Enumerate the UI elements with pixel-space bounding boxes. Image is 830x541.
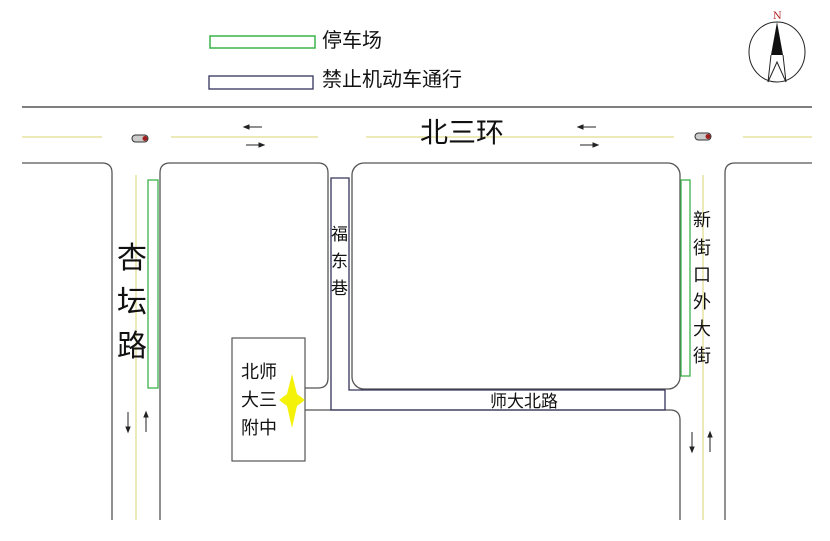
svg-text:北师: 北师 — [241, 362, 277, 383]
road-label-xingtan: 杏 坛 路 — [117, 241, 147, 364]
traffic-direction-arrows — [125, 124, 713, 454]
svg-text:外: 外 — [693, 292, 711, 313]
parking-area-right — [680, 179, 691, 377]
svg-text:巷: 巷 — [331, 279, 348, 299]
centerline — [22, 136, 812, 520]
legend: 停车场 禁止机动车通行 — [208, 28, 462, 91]
no-vehicle-zone — [330, 177, 666, 411]
svg-text:坛: 坛 — [117, 285, 147, 320]
parking-area-left — [147, 179, 159, 389]
road-label-north-third-ring: 北三环 — [420, 116, 504, 149]
traffic-light-icon — [694, 132, 712, 141]
north-arrow-icon: N — [748, 11, 806, 83]
legend-no-vehicles-swatch — [208, 75, 314, 90]
road-label-shida-north: 师大北路 — [490, 392, 558, 412]
school-label: 北师 大三 附中 — [241, 362, 277, 439]
compass-north-label: N — [773, 11, 782, 22]
road-label-xinjiekou: 新 街 口 外 大 街 — [693, 210, 711, 367]
school-marker-star-icon — [279, 374, 305, 428]
svg-text:口: 口 — [693, 265, 711, 286]
road-label-fudong: 福 东 巷 — [331, 225, 348, 299]
svg-text:街: 街 — [693, 346, 711, 367]
svg-text:杏: 杏 — [117, 241, 147, 276]
legend-parking-label: 停车场 — [322, 28, 382, 52]
svg-text:附中: 附中 — [241, 418, 277, 439]
svg-text:新: 新 — [693, 210, 711, 231]
svg-text:大: 大 — [693, 319, 711, 340]
svg-text:大三: 大三 — [241, 390, 277, 411]
city-blocks — [22, 162, 812, 520]
svg-text:东: 东 — [331, 252, 348, 272]
traffic-light-icon — [131, 134, 149, 143]
svg-text:路: 路 — [117, 329, 147, 364]
legend-no-vehicles-label: 禁止机动车通行 — [322, 67, 462, 91]
svg-text:福: 福 — [331, 225, 348, 245]
svg-text:街: 街 — [693, 238, 711, 259]
legend-parking-swatch — [209, 35, 316, 49]
